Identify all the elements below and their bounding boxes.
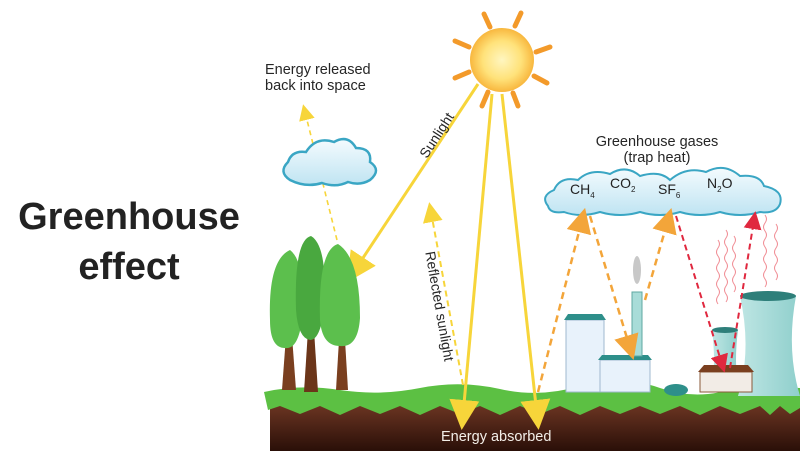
power-station bbox=[664, 291, 800, 396]
sunlight-ray-absorbed-1 bbox=[449, 93, 494, 430]
gas-n2o: N2O bbox=[707, 175, 733, 194]
grass bbox=[264, 380, 800, 415]
cloud-small bbox=[282, 137, 378, 187]
energy-released-label: Energy released back into space bbox=[265, 62, 371, 94]
trees bbox=[269, 236, 360, 392]
energy-absorbed-label: Energy absorbed bbox=[441, 429, 552, 445]
sunlight-ray-absorbed-2 bbox=[500, 93, 551, 430]
energy-released-line-1: Energy released bbox=[265, 62, 371, 78]
gas-sf6: SF6 bbox=[658, 181, 681, 200]
heat-arrow-up-red bbox=[729, 211, 762, 369]
greenhouse-gases-line-2: (trap heat) bbox=[623, 150, 691, 166]
sun-icon bbox=[452, 10, 553, 109]
heat-arrow-down-red bbox=[675, 215, 728, 373]
diagram-title: Greenhouse effect bbox=[0, 192, 258, 292]
greenhouse-gas-cloud bbox=[544, 166, 782, 216]
heat-arrow-down-1 bbox=[588, 215, 639, 360]
title-line-2: effect bbox=[78, 246, 180, 288]
gas-ch4: CH4 bbox=[570, 181, 595, 200]
heat-arrow-up-1 bbox=[536, 207, 592, 393]
greenhouse-gases-label: Greenhouse gases (trap heat) bbox=[587, 134, 727, 166]
heat-waves bbox=[716, 214, 778, 305]
sunlight-ray-to-trees bbox=[346, 83, 480, 283]
factory bbox=[564, 256, 652, 393]
heat-arrow-up-2 bbox=[643, 207, 677, 301]
greenhouse-gases-line-1: Greenhouse gases bbox=[595, 134, 719, 150]
gas-co2: CO2 bbox=[610, 175, 636, 194]
energy-released-line-2: back into space bbox=[265, 78, 366, 94]
title-line-1: Greenhouse bbox=[18, 196, 240, 238]
